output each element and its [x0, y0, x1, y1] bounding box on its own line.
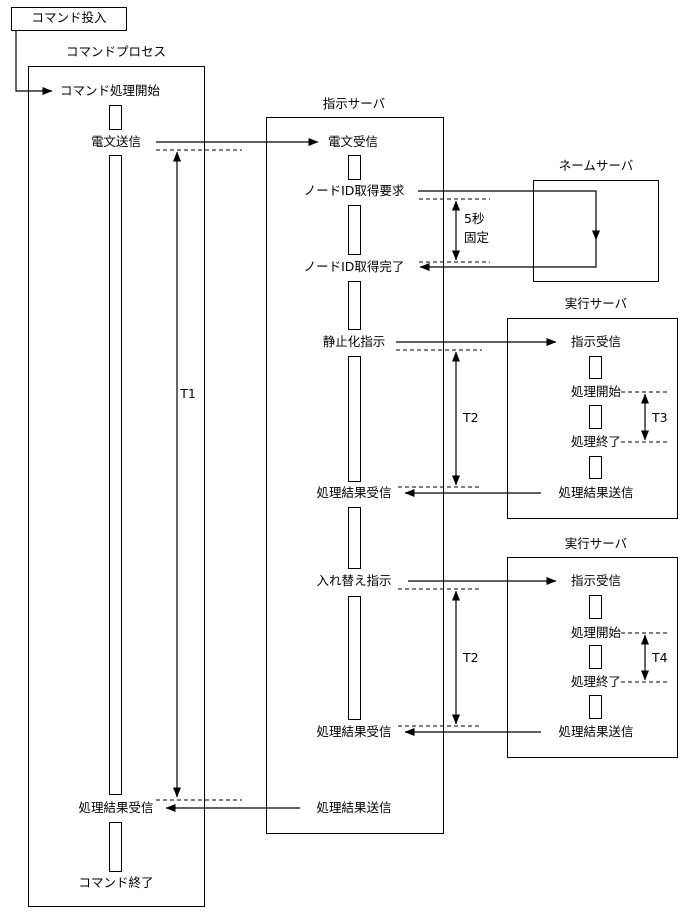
activation-bar [589, 645, 602, 669]
exec-1-receive-label: 指示受信 [570, 334, 622, 349]
result-receive-label-1: 処理結果受信 [316, 485, 392, 500]
exec-2-start-label: 処理開始 [570, 625, 622, 640]
command-end-label: コマンド終了 [78, 875, 154, 890]
exec-server-1-lane [507, 318, 678, 519]
command-input-label: コマンド投入 [31, 10, 107, 25]
activation-bar [348, 507, 361, 569]
t3-label: T3 [652, 410, 668, 425]
exec-2-end-label: 処理終了 [570, 674, 622, 689]
activation-bar [589, 595, 602, 619]
command-process-lane [28, 66, 205, 907]
activation-bar [109, 105, 122, 130]
command-input-box [11, 7, 127, 31]
activation-bar [109, 155, 122, 795]
activation-bar [348, 281, 361, 330]
command-start-label: コマンド処理開始 [60, 83, 161, 98]
activation-bar [348, 356, 361, 482]
instruction-server-title: 指示サーバ [322, 96, 386, 111]
exec-2-send-label: 処理結果送信 [558, 724, 634, 739]
name-server-lane [533, 180, 659, 282]
command-result-receive-label: 処理結果受信 [78, 800, 154, 815]
activation-bar [348, 205, 361, 255]
exec-2-receive-label: 指示受信 [570, 573, 622, 588]
activation-bar [589, 356, 602, 379]
command-process-title: コマンドプロセス [65, 44, 167, 59]
exec-1-end-label: 処理終了 [570, 434, 622, 449]
activation-bar [589, 695, 602, 719]
activation-bar [589, 456, 602, 479]
telegram-send-label: 電文送信 [90, 134, 142, 149]
fixed-wait-line1: 5秒 [464, 211, 485, 226]
activation-bar [348, 155, 361, 180]
node-id-complete-label: ノードID取得完了 [303, 259, 405, 274]
swap-label: 入れ替え指示 [316, 573, 392, 588]
name-server-title: ネームサーバ [558, 158, 634, 173]
t1-label: T1 [180, 386, 196, 401]
exec-server-2-title: 実行サーバ [564, 536, 628, 551]
exec-server-1-title: 実行サーバ [564, 296, 628, 311]
node-id-response-arrow [419, 240, 597, 271]
quiesce-label: 静止化指示 [322, 334, 386, 349]
node-id-request-arrow [418, 190, 600, 241]
node-id-request-label: ノードID取得要求 [303, 183, 405, 198]
t2-label-2: T2 [463, 650, 479, 665]
input-arrow [15, 31, 53, 95]
exec-1-start-label: 処理開始 [570, 384, 622, 399]
telegram-receive-label: 電文受信 [328, 134, 379, 149]
t2-label-1: T2 [463, 410, 479, 425]
exec-server-2-lane [507, 557, 678, 758]
fixed-wait-line2: 固定 [464, 230, 490, 245]
activation-bar [348, 596, 361, 720]
result-receive-label-2: 処理結果受信 [316, 724, 392, 739]
instruction-server-lane [266, 117, 444, 834]
activation-bar [109, 822, 122, 872]
exec-1-send-label: 処理結果送信 [558, 485, 634, 500]
t4-label: T4 [652, 650, 668, 665]
activation-bar [589, 405, 602, 429]
instruction-result-send-label: 処理結果送信 [316, 800, 392, 815]
